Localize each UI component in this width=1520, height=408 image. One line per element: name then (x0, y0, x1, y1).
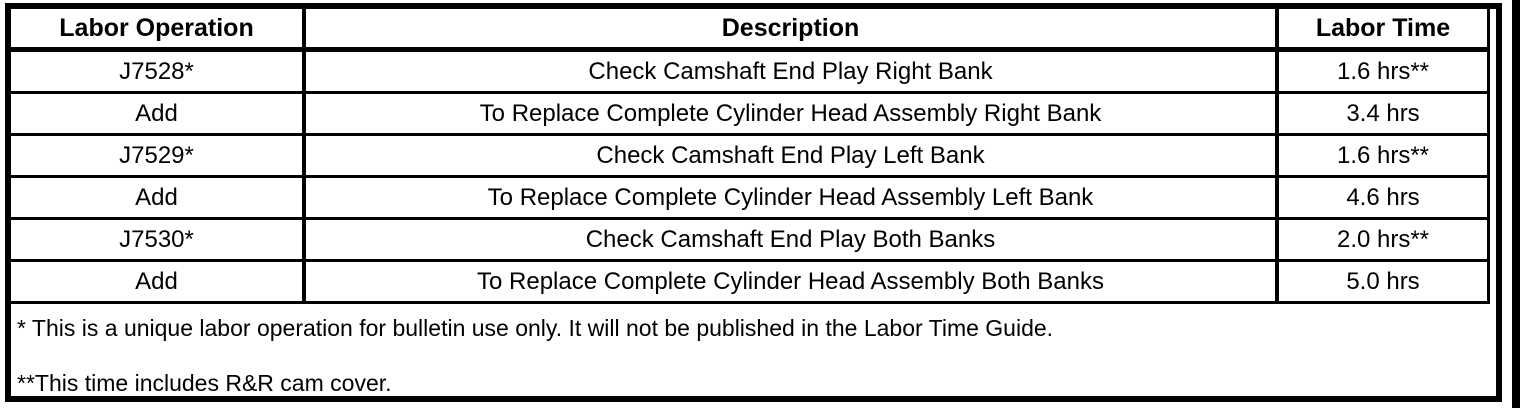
labor-time-cell: 2.0 hrs** (1279, 220, 1490, 262)
table-row: Add To Replace Complete Cylinder Head As… (11, 94, 1490, 136)
labor-operation-cell: Add (11, 178, 306, 220)
description-cell: Check Camshaft End Play Both Banks (306, 220, 1279, 262)
labor-time-table: Labor Operation Description Labor Time J… (11, 9, 1490, 304)
labor-operation-cell: J7530* (11, 220, 306, 262)
labor-operation-cell: J7528* (11, 52, 306, 94)
table-row: J7528* Check Camshaft End Play Right Ban… (11, 52, 1490, 94)
labor-time-cell: 4.6 hrs (1279, 178, 1490, 220)
labor-operation-cell: Add (11, 262, 306, 304)
document-frame: Labor Operation Description Labor Time J… (5, 3, 1502, 402)
description-cell: Check Camshaft End Play Right Bank (306, 52, 1279, 94)
column-header-labor-operation: Labor Operation (11, 9, 306, 52)
description-cell: To Replace Complete Cylinder Head Assemb… (306, 262, 1279, 304)
footnote-rr-cam-cover: **This time includes R&R cam cover. (17, 370, 392, 396)
description-cell: To Replace Complete Cylinder Head Assemb… (306, 94, 1279, 136)
labor-time-cell: 1.6 hrs** (1279, 52, 1490, 94)
labor-time-cell: 1.6 hrs** (1279, 136, 1490, 178)
table-header-row: Labor Operation Description Labor Time (11, 9, 1490, 52)
page-edge-bar (1512, 0, 1520, 408)
footnotes-section: * This is a unique labor operation for b… (11, 304, 1496, 397)
column-header-labor-time: Labor Time (1279, 9, 1490, 52)
column-header-description: Description (306, 9, 1279, 52)
labor-operation-cell: J7529* (11, 136, 306, 178)
table-body: J7528* Check Camshaft End Play Right Ban… (11, 52, 1490, 304)
table-row: Add To Replace Complete Cylinder Head As… (11, 262, 1490, 304)
labor-time-cell: 3.4 hrs (1279, 94, 1490, 136)
table-row: Add To Replace Complete Cylinder Head As… (11, 178, 1490, 220)
labor-operation-cell: Add (11, 94, 306, 136)
table-row: J7529* Check Camshaft End Play Left Bank… (11, 136, 1490, 178)
table-row: J7530* Check Camshaft End Play Both Bank… (11, 220, 1490, 262)
description-cell: To Replace Complete Cylinder Head Assemb… (306, 178, 1279, 220)
labor-time-cell: 5.0 hrs (1279, 262, 1490, 304)
footnote-unique-labor-operation: * This is a unique labor operation for b… (17, 315, 1054, 341)
description-cell: Check Camshaft End Play Left Bank (306, 136, 1279, 178)
